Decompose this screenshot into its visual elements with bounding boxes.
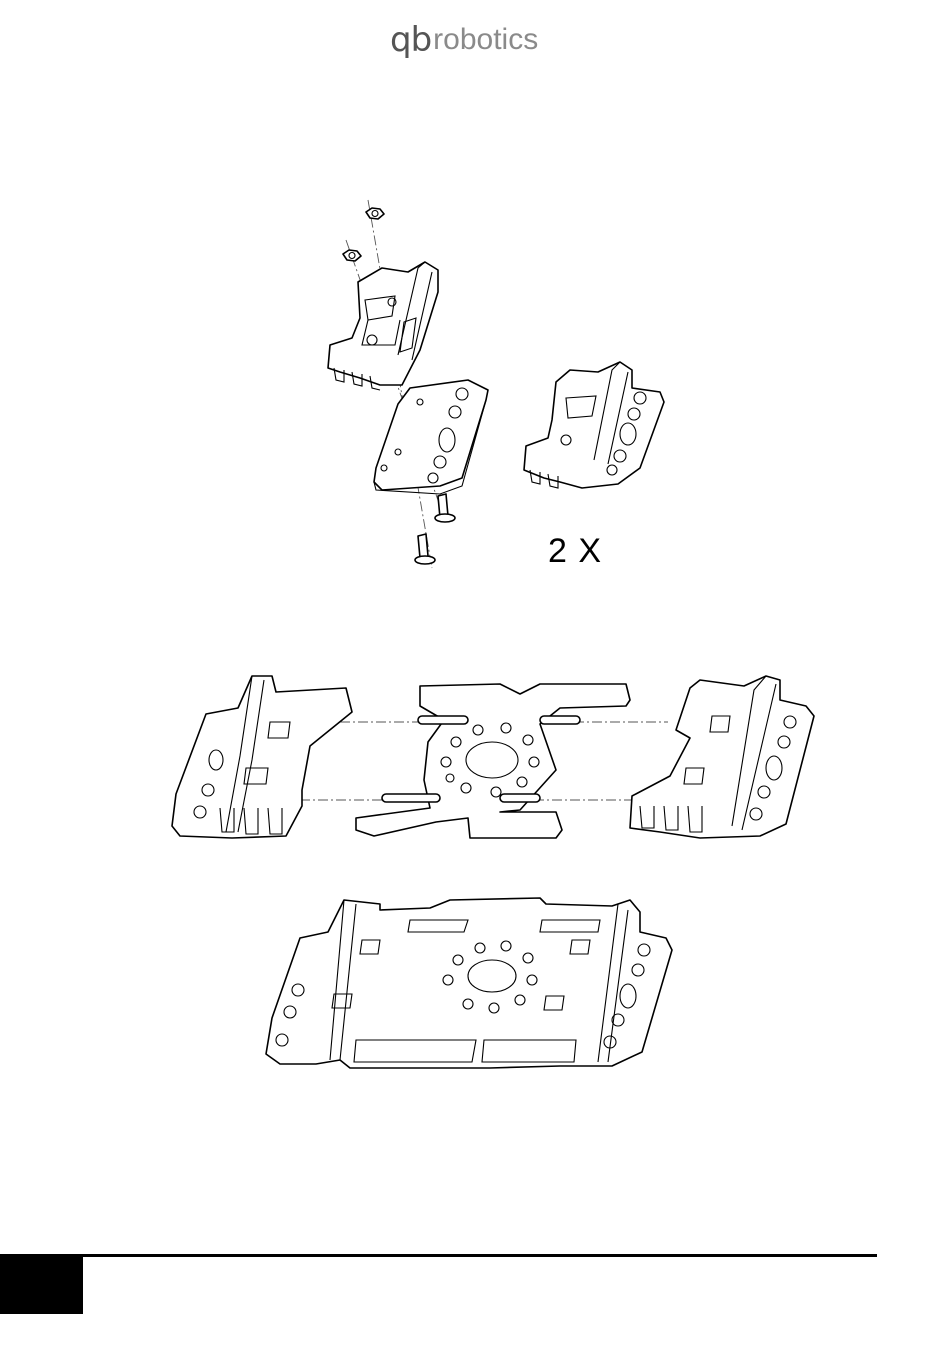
page-number-tab [0, 1254, 83, 1314]
final-assembly [266, 898, 672, 1068]
footer-rule [83, 1254, 877, 1257]
